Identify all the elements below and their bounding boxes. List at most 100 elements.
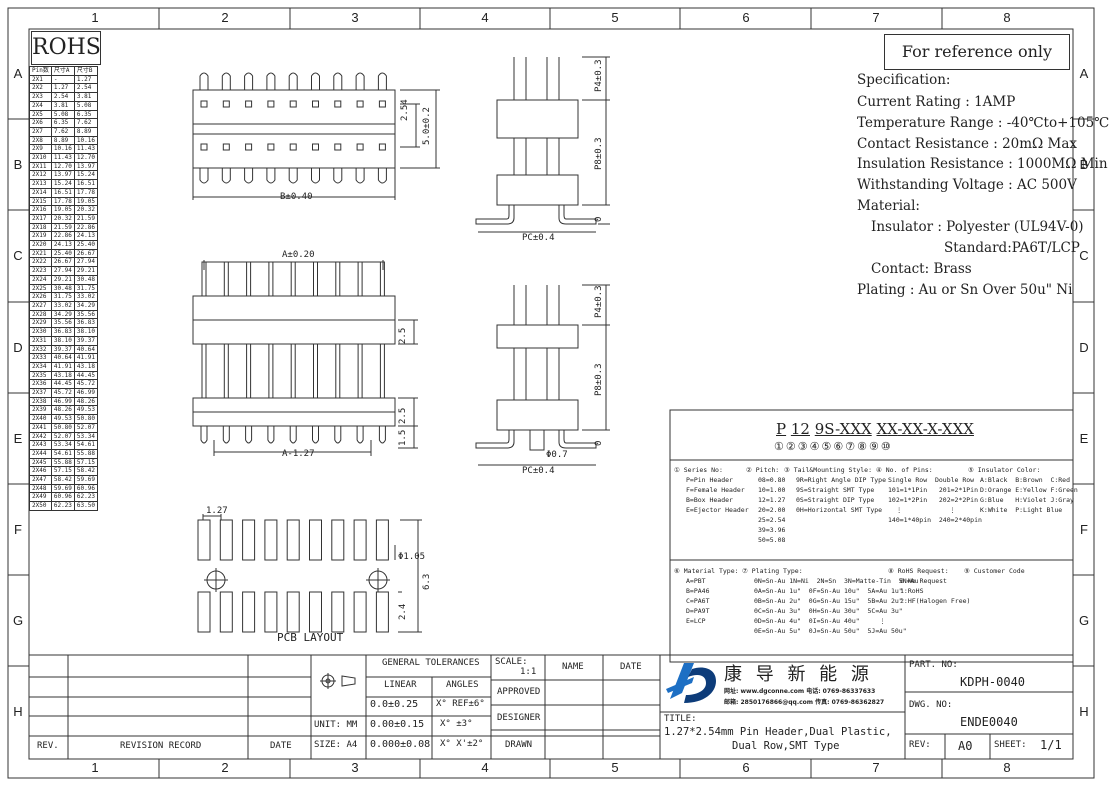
tb-size: SIZE: A4 <box>314 740 358 750</box>
row-label: C <box>13 248 23 263</box>
option-line: F=Female Header <box>686 486 745 494</box>
color-options: ⑤ Insulator Color: A:Black B:Brown C:Red… <box>968 465 1078 515</box>
option-line: 0D=Sn-Au 4u" 0I=Sn-Au 40u" ⋮ <box>754 617 886 625</box>
opt-title: ⑦ Plating Type: <box>742 567 803 575</box>
col-label: 1 <box>91 760 99 775</box>
opt-title: ⑨ Customer Code <box>964 567 1025 575</box>
code-seg: P <box>776 420 787 438</box>
top-pin-lower <box>244 168 254 184</box>
front-pin-foot <box>289 426 297 444</box>
row-label: F <box>14 522 22 537</box>
circle-num: ① <box>774 440 786 453</box>
top-pin-upper <box>355 72 365 90</box>
opt-title: ⑥ Material Type: <box>674 567 739 575</box>
row-label: B <box>1079 157 1089 172</box>
spec-voltage: Withstanding Voltage : AC 500V <box>857 177 1077 193</box>
tb-tol2: 0.00±0.15 <box>370 719 425 730</box>
circle-num: ⑩ <box>880 440 893 453</box>
top-pin-upper <box>311 72 320 90</box>
spec-material: Material: <box>857 198 920 214</box>
pcb-pad-lower <box>286 591 300 633</box>
tb-tol1a: X° REF±6° <box>436 699 485 709</box>
top-contact-lower <box>245 143 253 151</box>
col-label: 2 <box>221 760 229 775</box>
tb-gen-tol: GENERAL TOLERANCES <box>382 658 480 668</box>
tb-rev-value: A0 <box>958 739 973 753</box>
front-pin-foot <box>334 426 342 444</box>
option-line: 39=3.96 <box>758 526 786 534</box>
tb-scale-v: 1:1 <box>520 667 537 677</box>
row-label: F <box>1080 522 1088 537</box>
tb-rev2-label: REV: <box>909 740 931 750</box>
option-line: C=PA6T <box>686 597 710 605</box>
top-pin-upper <box>221 72 231 90</box>
front-pin-foot <box>245 426 253 444</box>
row-label: E <box>13 431 23 446</box>
front-pin-top <box>246 261 252 297</box>
pcb-pad-upper <box>219 519 233 561</box>
tb-sheet-value: 1/1 <box>1040 738 1062 752</box>
col-label: 5 <box>611 760 619 775</box>
row-label: D <box>13 340 23 355</box>
option-line: 101=1*1Pin 201=2*1Pin <box>888 486 979 494</box>
opt-title: ② Pitch: <box>746 466 780 474</box>
col-label: 7 <box>872 10 880 25</box>
top-pin-lower <box>199 168 209 184</box>
front-pin-mid <box>335 343 341 399</box>
option-line: 10=1.00 <box>758 486 786 494</box>
spec-plating: Plating : Au or Sn Over 50u" Ni <box>857 282 1073 298</box>
option-line: ⋮ ⋮ <box>888 506 956 514</box>
tb-title-line2: Dual Row,SMT Type <box>732 740 840 752</box>
option-line: A=PBT <box>686 577 706 585</box>
spec-insulator: Insulator : Polyester (UL94V-0) <box>871 219 1084 235</box>
spec-title: Specification: <box>857 72 951 88</box>
option-line: 0S=Straight DIP Type <box>796 496 875 504</box>
option-line: E=Ejector Header <box>686 506 749 514</box>
dim-pc2: PC±0.4 <box>522 466 555 476</box>
option-line: B=PA46 <box>686 587 710 595</box>
col-label: 6 <box>742 760 750 775</box>
pcb-pad-lower <box>242 591 256 633</box>
front-pin-foot <box>200 426 208 444</box>
opt-title: ④ No. of Pins: <box>876 466 933 474</box>
top-contact-upper <box>334 100 342 108</box>
front-pin-top <box>201 261 207 297</box>
top-pin-lower <box>311 168 320 184</box>
top-pin-lower <box>221 168 231 184</box>
reference-note: For reference only <box>884 34 1070 70</box>
spec-contact-res: Contact Resistance : 20mΩ Max <box>857 136 1078 152</box>
top-contact-lower <box>289 143 297 151</box>
circle-num: ⑨ <box>869 440 881 453</box>
tb-drawn: DRAWN <box>505 740 533 750</box>
front-pin-mid <box>357 343 363 399</box>
tb-approved: APPROVED <box>497 687 541 697</box>
col-label: 6 <box>742 10 750 25</box>
pcb-pad-lower <box>331 591 345 633</box>
row-label: D <box>1079 340 1089 355</box>
option-line: 12=1.27 <box>758 496 786 504</box>
front-pin-top <box>313 261 318 297</box>
tb-tol3a: X° X'±2° <box>440 739 484 749</box>
code-circles: ①②③④⑤⑥⑦⑧⑨⑩ <box>774 440 893 453</box>
customer-code: ⑨ Customer Code <box>964 566 1025 576</box>
dim-phi07: Φ0.7 <box>546 450 568 460</box>
dim-127: 1.27 <box>206 506 228 516</box>
tb-title-label: TITLE: <box>664 714 697 724</box>
dim-pc1: PC±0.4 <box>522 233 555 243</box>
tb-tol2a: X° ±3° <box>440 719 473 729</box>
front-pin-mid <box>223 343 229 399</box>
top-contact-upper <box>312 100 319 108</box>
code-seg: 9S-XXX <box>814 420 872 438</box>
code-seg: -X <box>922 420 938 438</box>
row-label: C <box>1079 248 1089 263</box>
front-pin-top <box>335 261 341 297</box>
top-pin-upper <box>199 72 209 90</box>
pcb-pad-upper <box>286 519 300 561</box>
opt-title: ③ Tail&Mounting Style: <box>784 466 873 474</box>
company-mail: 邮箱: 2850176866@qq.com 传真: 0769-86362827 <box>724 699 885 706</box>
code-seg: 12 <box>790 420 810 438</box>
